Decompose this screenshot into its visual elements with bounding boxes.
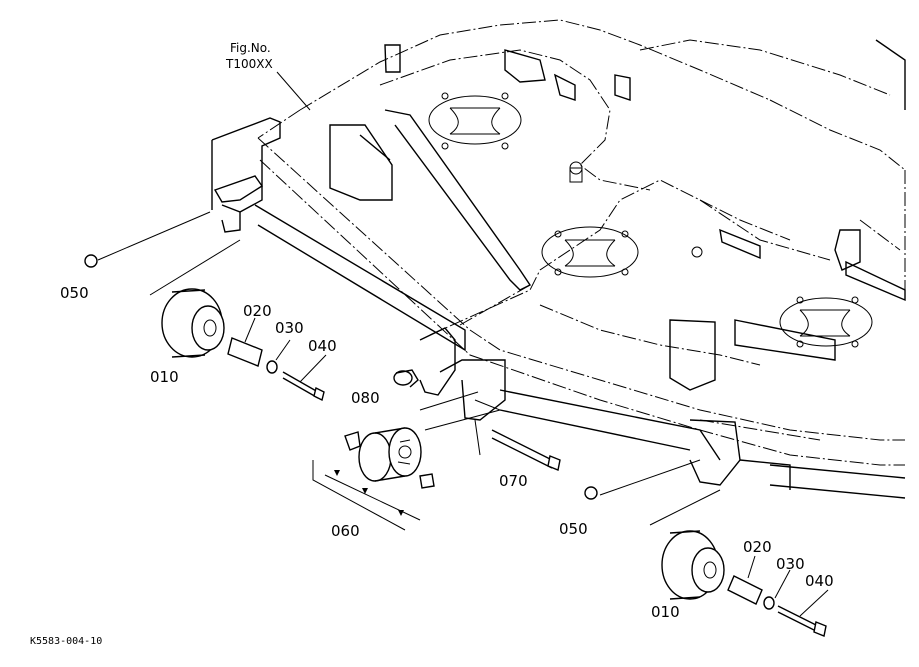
figure-number-value: T100XX: [225, 57, 273, 71]
part-label-040-left: 040: [308, 337, 337, 355]
pin-070: [491, 429, 561, 471]
part-label-080: 080: [351, 389, 380, 407]
part-label-070: 070: [499, 472, 528, 490]
part-label-030-right: 030: [776, 555, 805, 573]
wheel-010-left: [161, 288, 225, 358]
collar-020-left: [227, 337, 263, 367]
washer-030-left: [266, 360, 278, 374]
roller-060: [334, 427, 435, 516]
part-label-040-right: 040: [805, 572, 834, 590]
nut-050-left: [84, 254, 98, 268]
part-label-010-right: 010: [651, 603, 680, 621]
figure-number-label: Fig.No.: [230, 41, 271, 55]
part-label-050-right: 050: [559, 520, 588, 538]
washer-030-right: [763, 596, 775, 610]
label-leaders: [244, 317, 829, 617]
spindle-openings: [428, 92, 873, 348]
leader-lines: [97, 71, 721, 531]
document-code: K5583-004-10: [30, 636, 102, 647]
mower-deck: [257, 19, 906, 466]
part-label-020-left: 020: [243, 302, 272, 320]
part-label-030-left: 030: [275, 319, 304, 337]
collar-020-right: [727, 575, 763, 605]
part-label-050-left: 050: [60, 284, 89, 302]
spacer-080: [393, 369, 419, 388]
wheel-010-right: [661, 530, 725, 600]
bolt-040-left: [282, 371, 325, 402]
part-label-060: 060: [331, 522, 360, 540]
bolt-040-right: [777, 605, 827, 637]
deck-brackets: [211, 39, 906, 499]
part-label-020-right: 020: [743, 538, 772, 556]
nut-050-right: [584, 486, 598, 500]
part-label-010-left: 010: [150, 368, 179, 386]
